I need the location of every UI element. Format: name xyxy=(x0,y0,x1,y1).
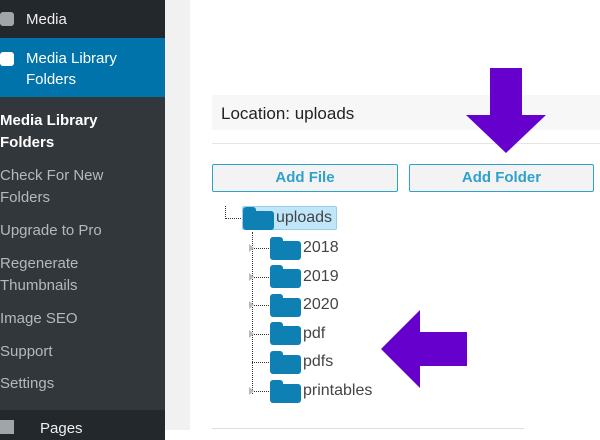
folder-icon xyxy=(270,236,301,260)
arrow-down-annotation xyxy=(466,68,546,153)
menu-mlf-label: Media Library Folders xyxy=(26,50,117,88)
tree-node-label: 2020 xyxy=(303,296,339,314)
submenu-upgrade-pro[interactable]: Upgrade to Pro xyxy=(0,222,102,239)
submenu-regenerate-thumbnails[interactable]: Regenerate Thumbnails xyxy=(0,255,79,294)
tree-connector xyxy=(252,248,269,249)
media-icon xyxy=(0,12,14,26)
tree-connector xyxy=(252,333,269,335)
tree-connector xyxy=(252,362,269,364)
menu-media-library-folders[interactable]: Media Library Folders xyxy=(0,38,165,97)
tree-node[interactable]: printables xyxy=(270,379,372,403)
media-icon xyxy=(0,52,14,66)
submenu-settings[interactable]: Settings xyxy=(0,375,55,392)
expand-icon[interactable] xyxy=(249,329,258,338)
folder-icon xyxy=(270,265,301,289)
folder-icon xyxy=(270,293,301,317)
tree-node-label: 2018 xyxy=(303,239,339,256)
expand-icon[interactable] xyxy=(249,301,258,310)
folder-icon xyxy=(270,379,301,403)
submenu-support[interactable]: Support xyxy=(0,343,53,360)
menu-media-label: Media xyxy=(26,10,67,28)
tree-node[interactable]: 2019 xyxy=(270,265,339,289)
divider xyxy=(212,143,600,144)
tree-node-label: 2019 xyxy=(303,267,339,285)
tree-node-label: uploads xyxy=(276,209,333,226)
submenu-image-seo[interactable]: Image SEO xyxy=(0,310,78,327)
add-folder-button[interactable]: Add Folder xyxy=(409,164,594,192)
tree-node-label: printables xyxy=(303,382,373,399)
menu-pages[interactable]: Pages xyxy=(0,410,165,440)
tree-node[interactable]: 2020 xyxy=(270,293,339,317)
admin-sidebar: Media Media Library Folders Media Librar… xyxy=(0,0,165,440)
arrow-left-annotation xyxy=(381,310,467,388)
expand-icon[interactable] xyxy=(249,244,258,252)
submenu-check-new-folders[interactable]: Check For New Folders xyxy=(0,167,104,206)
tree-connector xyxy=(252,276,269,278)
pages-icon xyxy=(0,420,14,434)
tree-connector xyxy=(252,391,269,392)
submenu-media-library-folders[interactable]: Media Library Folders xyxy=(0,112,98,151)
tree-node[interactable]: 2018 xyxy=(270,236,339,260)
folder-icon xyxy=(270,350,301,374)
expand-icon[interactable] xyxy=(249,387,258,395)
tree-node-uploads[interactable]: uploads xyxy=(242,206,338,230)
tree-node[interactable]: pdf xyxy=(270,322,325,346)
divider xyxy=(212,428,524,429)
menu-media[interactable]: Media xyxy=(0,0,165,38)
tree-node-label: pdf xyxy=(303,324,326,342)
add-file-button[interactable]: Add File xyxy=(212,164,398,192)
active-pointer xyxy=(157,59,173,75)
folder-icon xyxy=(270,322,301,346)
tree-node[interactable]: pdfs xyxy=(270,350,333,374)
expand-icon[interactable] xyxy=(249,272,258,281)
menu-pages-label: Pages xyxy=(40,420,83,437)
tree-node-label: pdfs xyxy=(303,353,334,371)
tree-connector xyxy=(252,305,269,307)
folder-open-icon xyxy=(243,206,274,230)
